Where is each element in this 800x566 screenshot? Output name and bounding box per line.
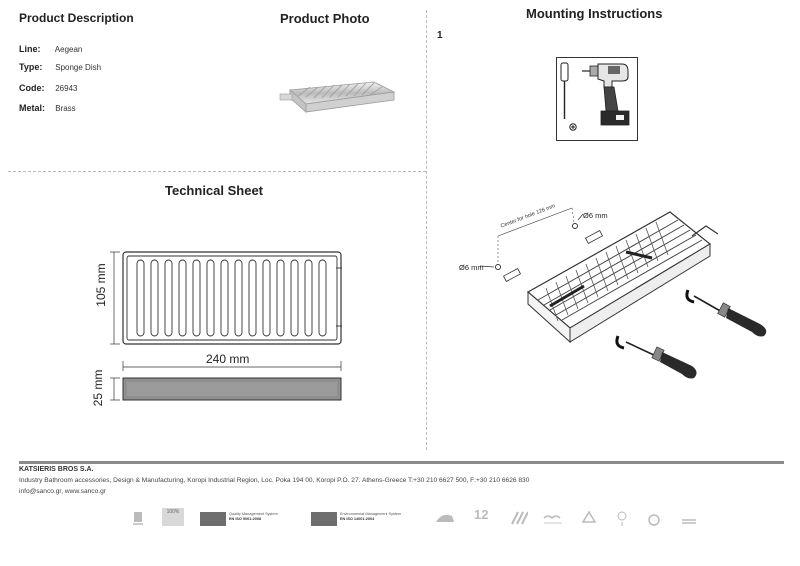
company-contact: info@sanco.gr, www.sanco.gr (19, 488, 106, 495)
swan-logo-icon (436, 514, 454, 522)
badge-100-icon: 100% (162, 508, 184, 526)
technical-drawing (110, 251, 342, 401)
screwdriver-bottom-icon (615, 335, 697, 379)
mounting-heading: Mounting Instructions (526, 6, 663, 21)
badge-12-icon: 12 (474, 507, 489, 522)
screw-right (625, 250, 653, 260)
wave-logo-icon (682, 519, 696, 524)
screwdriver-right-icon (685, 289, 767, 337)
dim-depth-label: 25 mm (91, 369, 105, 407)
spec-metal: Metal: Brass (19, 103, 76, 113)
horizontal-divider (8, 171, 426, 172)
step-number: 1 (437, 30, 443, 41)
product-photo-heading: Product Photo (280, 11, 370, 26)
iso-14001-logo-icon (311, 512, 337, 526)
birds-logo-icon (543, 515, 562, 524)
company-address: Industry Bathroom accessories, Design & … (19, 477, 530, 484)
product-description-heading: Product Description (19, 11, 134, 25)
diameter-label-right: Ø6 mm (583, 211, 608, 220)
dim-height-label: 105 mm (94, 263, 108, 307)
tools-box (556, 57, 638, 141)
iso-14001-text: Environmental Management System EN ISO 1… (340, 512, 402, 521)
ring-logo-icon (648, 514, 660, 526)
company-name: KATSIERIS BROS S.A. (19, 466, 94, 473)
vertical-divider (426, 10, 427, 450)
stripes-logo-icon (511, 511, 528, 525)
screw-left (549, 284, 585, 308)
product-photo (279, 81, 396, 113)
iso-9001-text: Quality Management System EN ISO 9001:20… (229, 512, 278, 521)
dim-width-label: 240 mm (206, 352, 250, 366)
screwdriver-icon (560, 62, 569, 119)
hotels-logo-icon (133, 512, 143, 525)
spec-code: Code: 26943 (19, 83, 78, 93)
drill-icon (582, 63, 630, 126)
spec-line: Line: Aegean (19, 44, 83, 54)
diameter-label-left: Ø6 mm (459, 263, 484, 272)
footer-rule (19, 461, 784, 464)
sun-logo-icon (617, 511, 627, 526)
mounting-diagram (479, 207, 767, 379)
spec-type: Type: Sponge Dish (19, 62, 102, 72)
iso-9001-logo-icon (200, 512, 226, 526)
technical-sheet-heading: Technical Sheet (165, 183, 264, 198)
arrow-logo-icon (581, 510, 597, 523)
